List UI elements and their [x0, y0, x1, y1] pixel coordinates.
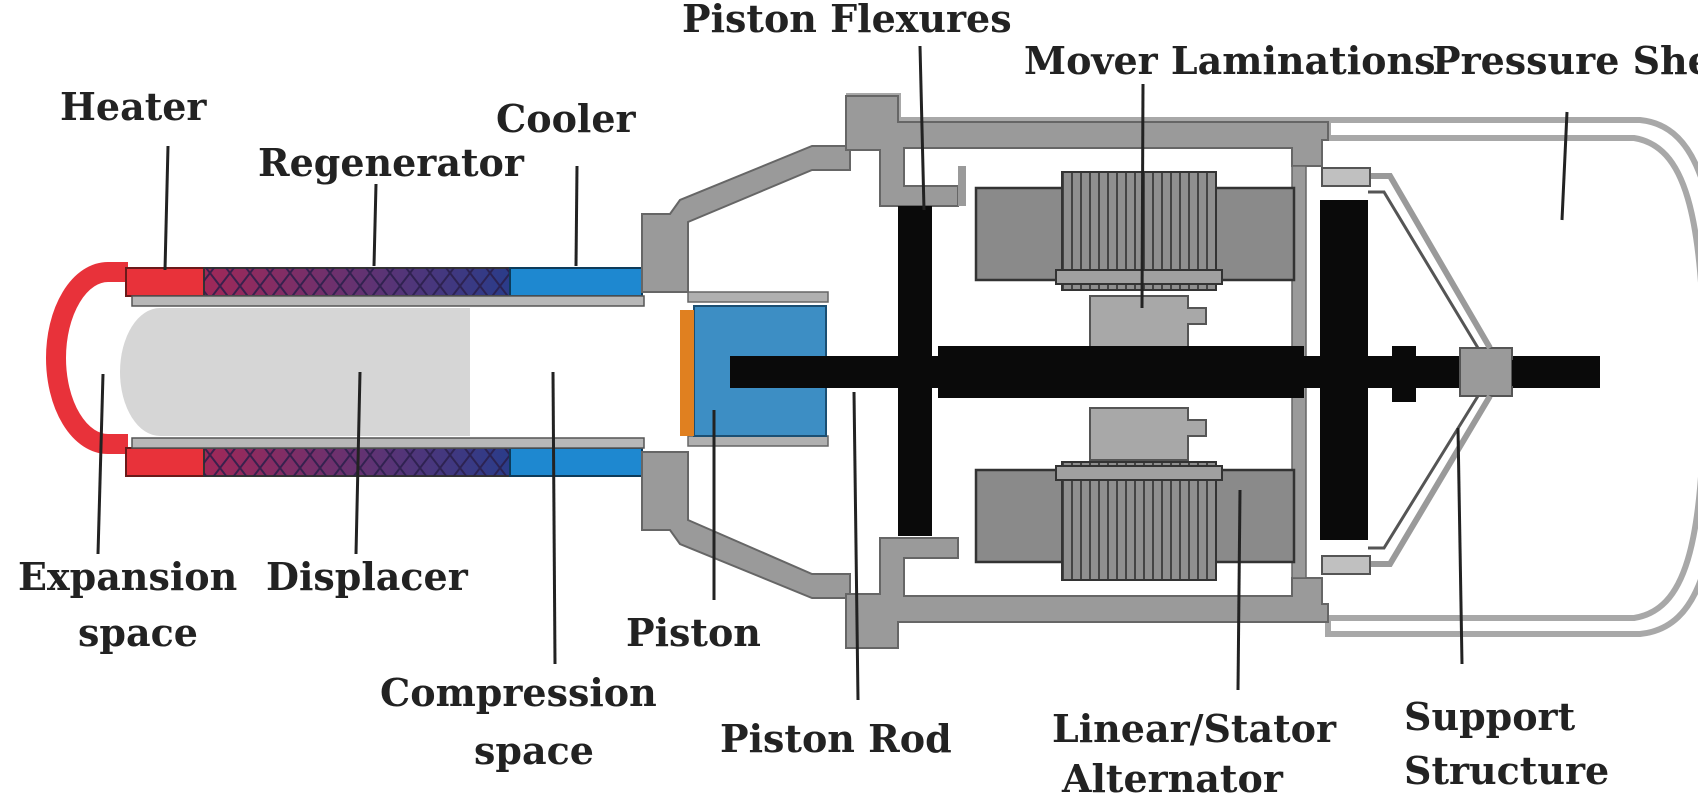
heater-bend: [46, 262, 128, 454]
label-expansion-space-1: Expansion: [18, 554, 237, 599]
cooler-top: [509, 267, 643, 297]
label-regenerator: Regenerator: [258, 140, 525, 185]
cooler-bottom: [509, 447, 643, 477]
heater-top: [125, 267, 205, 297]
leader-lines: [96, 45, 1569, 701]
label-mover-laminations: Mover Laminations: [1024, 38, 1436, 83]
stator-lower: [974, 461, 1296, 581]
label-piston-flexures: Piston Flexures: [682, 0, 1012, 41]
pressure-shell: [845, 93, 1698, 649]
label-pressure-shell: Pressure Shell: [1432, 38, 1698, 83]
displacer: [120, 308, 470, 436]
label-piston-rod: Piston Rod: [720, 716, 952, 761]
label-linear-stator-1: Linear/Stator: [1052, 706, 1337, 751]
piston-seal: [680, 310, 694, 436]
label-cooler: Cooler: [496, 96, 637, 141]
mover: [1089, 295, 1207, 461]
support-structure: [1321, 167, 1493, 575]
labels: Piston Flexures Mover Laminations Pressu…: [18, 0, 1698, 800]
label-piston: Piston: [626, 610, 761, 655]
stator-upper: [974, 171, 1296, 291]
label-compression-space-1: Compression: [380, 670, 657, 715]
label-compression-space-2: space: [474, 728, 594, 773]
label-displacer: Displacer: [266, 554, 469, 599]
label-linear-stator-2: Alternator: [1061, 756, 1284, 800]
label-expansion-space-2: space: [78, 610, 198, 655]
label-support-structure-1: Support: [1404, 694, 1576, 739]
piston-housing: [641, 145, 851, 599]
hot-end-tube: [46, 262, 645, 477]
label-support-structure-2: Structure: [1404, 748, 1609, 793]
piston-rod: [730, 346, 1600, 402]
label-heater: Heater: [60, 84, 207, 129]
heater-bottom: [125, 447, 205, 477]
